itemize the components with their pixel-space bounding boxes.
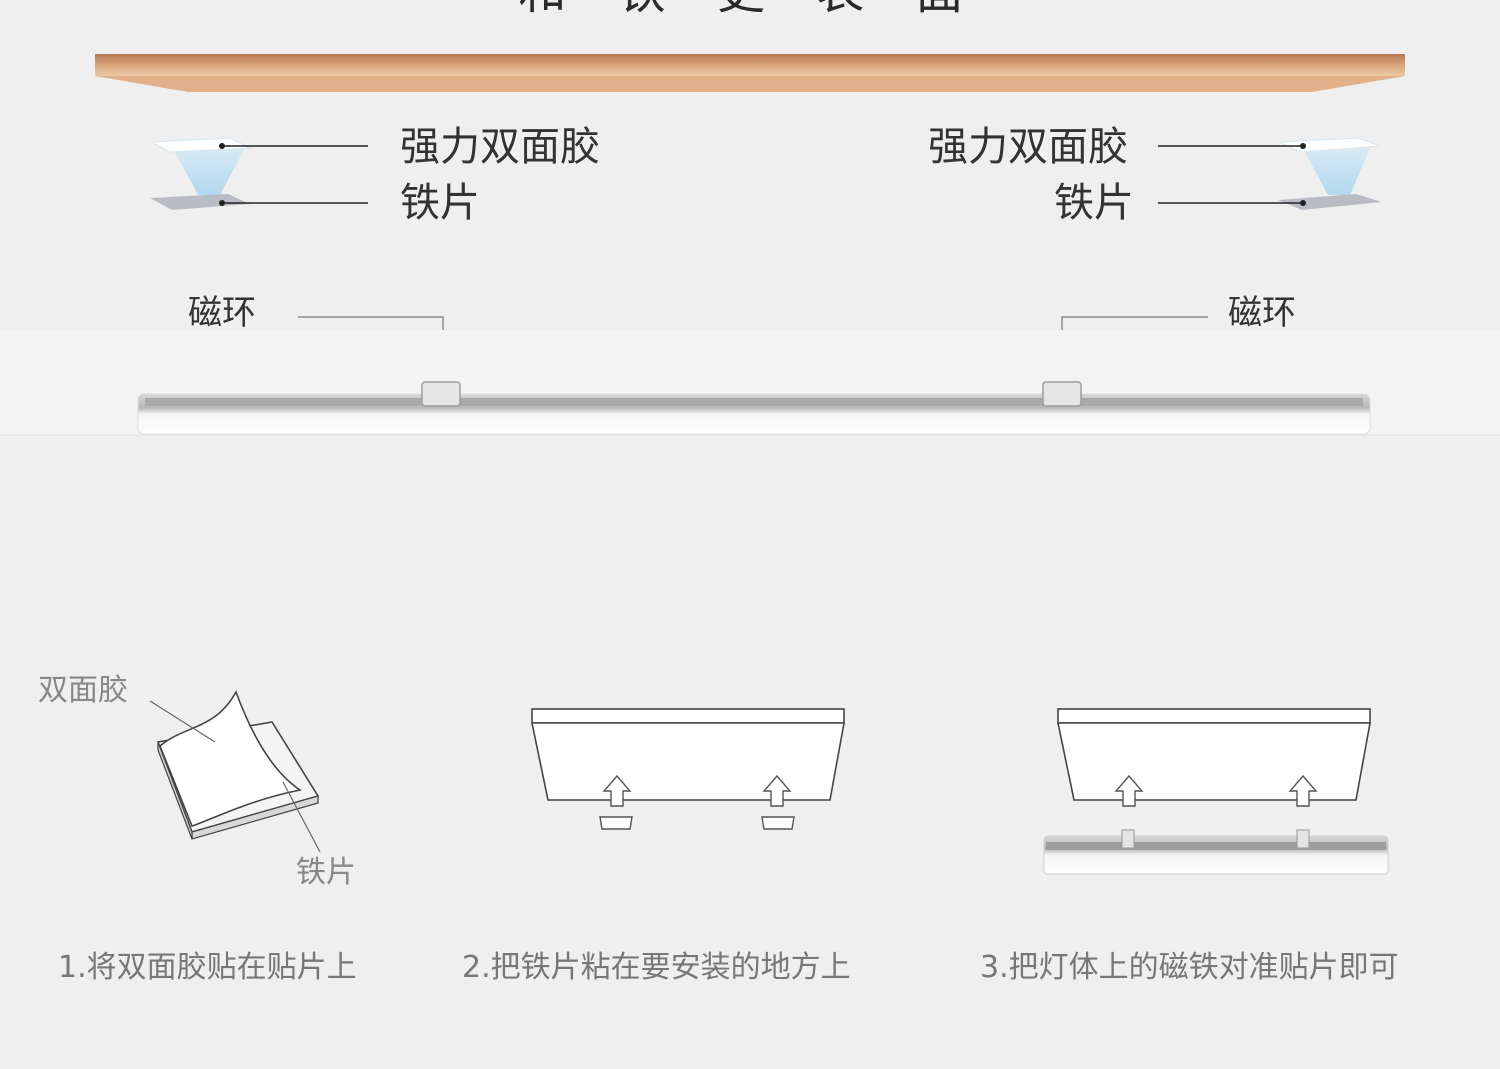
step2-caption: 2.把铁片粘在要安装的地方上 (462, 950, 851, 985)
right-adhesive-label: 强力双面胶 (928, 124, 1128, 170)
magnet-ring-label-left: 磁环 (188, 293, 256, 333)
step3-caption: 3.把灯体上的磁铁对准贴片即可 (980, 950, 1399, 985)
step2-arrow-right (762, 774, 792, 807)
wood-shelf (95, 54, 1405, 92)
left-iron-icon (150, 194, 250, 210)
right-iron-icon (1278, 194, 1382, 210)
right-leader-lines (1158, 143, 1306, 206)
step3-arrow-left (1114, 774, 1144, 807)
step1-caption: 1.将双面胶贴在贴片上 (58, 950, 357, 985)
step3-arrow-right (1288, 774, 1318, 807)
step2-arrow-left (602, 774, 632, 807)
left-adhesive-icon (150, 137, 252, 195)
left-adhesive-label: 强力双面胶 (400, 124, 600, 170)
magnet-ring-label-right: 磁环 (1228, 293, 1296, 333)
right-adhesive-icon (1278, 137, 1381, 195)
step2-iron-right (761, 816, 795, 830)
step2-illustration (531, 708, 845, 830)
step1-illustration (149, 690, 321, 853)
step2-iron-left (599, 816, 633, 830)
led-light-bar (137, 381, 1371, 435)
step1-adhesive-label: 双面胶 (38, 673, 128, 708)
left-leader-lines (219, 143, 368, 206)
right-iron-label: 铁片 (1054, 180, 1134, 226)
left-iron-label: 铁片 (400, 180, 480, 226)
magnet-ring-left (421, 381, 461, 407)
step3-illustration (1043, 708, 1389, 875)
magnet-ring-right (1042, 381, 1082, 407)
step1-iron-label: 铁片 (296, 855, 356, 890)
page-title: 和 铁 更 表 面 (0, 0, 1500, 16)
